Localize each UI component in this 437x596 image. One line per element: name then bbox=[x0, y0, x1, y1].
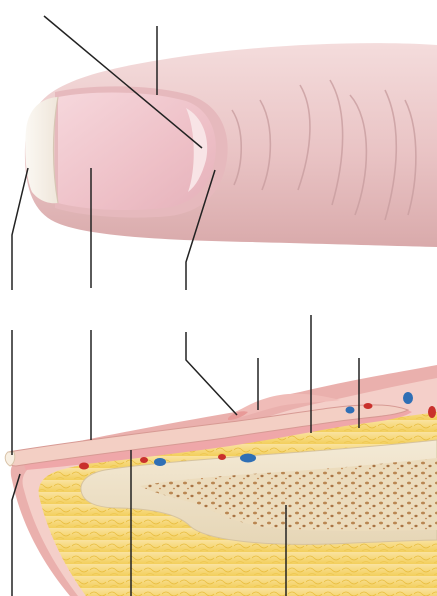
nail-cross-section bbox=[5, 365, 437, 596]
vein bbox=[346, 407, 355, 414]
vein bbox=[154, 458, 166, 466]
leader-line bbox=[186, 332, 237, 415]
artery bbox=[79, 463, 89, 470]
leader-line bbox=[12, 168, 28, 290]
artery bbox=[364, 403, 373, 409]
vein bbox=[240, 454, 256, 463]
artery bbox=[140, 457, 148, 463]
nail-plate bbox=[58, 92, 216, 210]
artery bbox=[428, 406, 436, 418]
finger-external-view bbox=[25, 43, 437, 247]
artery bbox=[218, 454, 226, 460]
vein bbox=[403, 392, 413, 404]
